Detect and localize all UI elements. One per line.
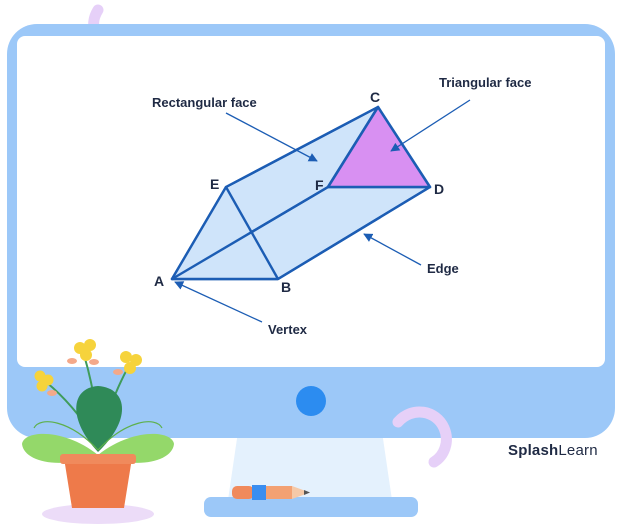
rectangular-face-arrow xyxy=(225,112,318,162)
prism-edge-bd xyxy=(277,185,431,281)
power-button[interactable] xyxy=(296,386,326,416)
potted-plant-icon xyxy=(22,339,174,524)
triangular-prism xyxy=(170,105,432,281)
vertex-label-e: E xyxy=(210,176,219,192)
vertex-label-f: F xyxy=(315,177,324,193)
triangular-face-label: Triangular face xyxy=(439,75,531,90)
vertex-label-a: A xyxy=(154,273,164,289)
vertex-label-d: D xyxy=(434,181,444,197)
splashlearn-logo: SplashLearn xyxy=(508,442,598,459)
vertex-label-b: B xyxy=(281,279,291,295)
rectangular-face-label: Rectangular face xyxy=(152,95,257,110)
edge-arrow xyxy=(363,233,422,266)
vertex-label-c: C xyxy=(370,89,380,105)
decorative-swirl-bottom xyxy=(392,406,452,468)
prism-triangular-face-back xyxy=(326,105,432,189)
prism-edge-ec xyxy=(225,105,379,189)
monitor-stand-base xyxy=(204,497,418,517)
monitor-stand-neck xyxy=(228,418,392,500)
vertex-label: Vertex xyxy=(268,322,308,337)
vertex-arrow xyxy=(174,281,263,323)
pencil-icon xyxy=(232,485,310,500)
edge-label: Edge xyxy=(427,261,459,276)
triangular-face-arrow xyxy=(390,99,471,152)
prism-edge-ad xyxy=(171,185,329,281)
